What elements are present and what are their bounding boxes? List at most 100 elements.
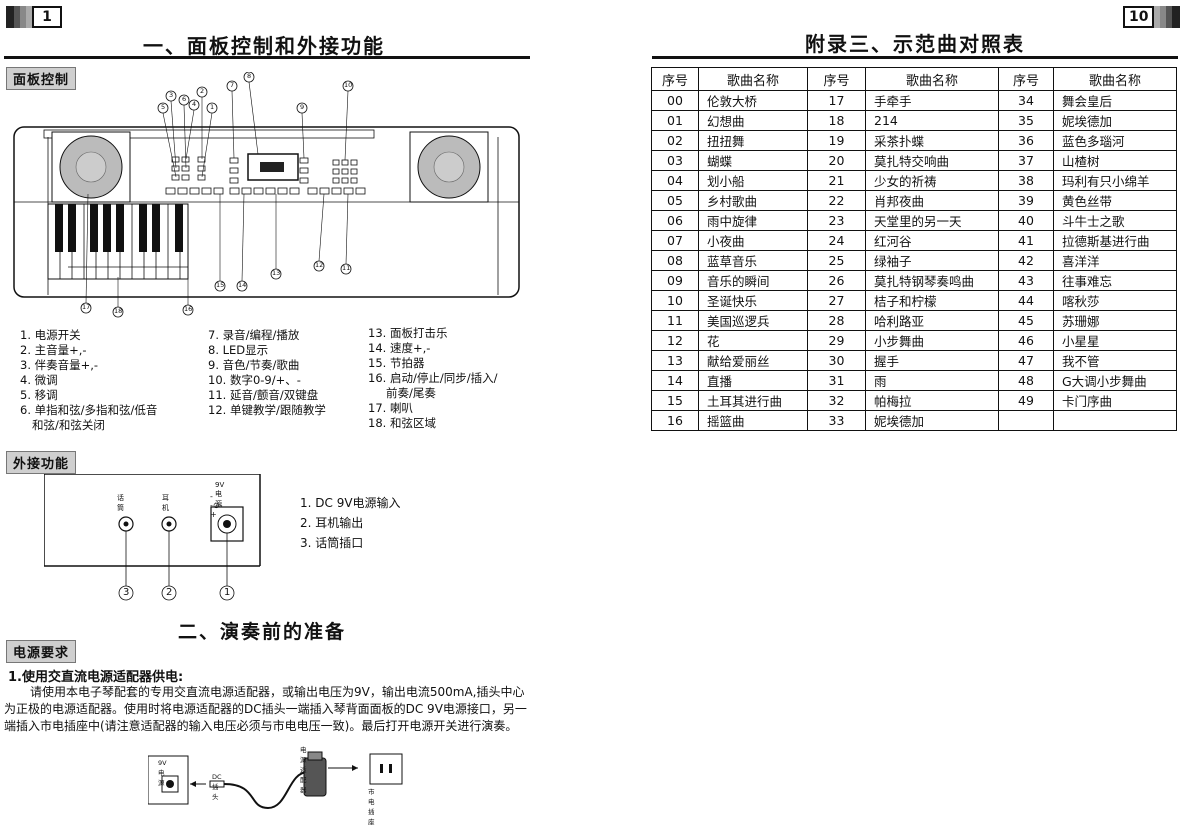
appendix-title: 附录三、示范曲对照表 <box>805 32 1025 56</box>
song-name-cell: G大调小步舞曲 <box>1053 370 1177 391</box>
song-number-cell: 35 <box>998 110 1054 131</box>
header-cell: 歌曲名称 <box>698 67 808 91</box>
song-number-cell: 10 <box>651 290 699 311</box>
mic-label: 话筒 <box>117 494 124 512</box>
song-name-cell: 扭扭舞 <box>698 130 808 151</box>
wall-socket-icon <box>369 753 403 785</box>
song-name-cell: 雨 <box>865 370 999 391</box>
song-name-cell: 往事难忘 <box>1053 270 1177 291</box>
page-number-label: 10 <box>1123 6 1155 28</box>
song-number-cell: 01 <box>651 110 699 131</box>
song-name-cell: 幻想曲 <box>698 110 808 131</box>
song-name-cell: 小夜曲 <box>698 230 808 251</box>
song-name-cell: 采茶扑蝶 <box>865 130 999 151</box>
legend-item: 前奏/尾奏 <box>386 386 436 400</box>
song-number-cell: 22 <box>807 190 866 211</box>
callout-11: 11 <box>342 264 351 272</box>
song-number-cell: 00 <box>651 90 699 111</box>
callout-5: 5 <box>161 103 166 111</box>
song-name-cell: 肖邦夜曲 <box>865 190 999 211</box>
legend-item: 10. 数字0-9/+、- <box>208 373 301 387</box>
callout-9: 9 <box>300 103 305 111</box>
legend-item: 3. 伴奏音量+,- <box>20 358 99 372</box>
song-number-cell <box>998 410 1054 431</box>
table-header-row: 序号 歌曲名称 序号 歌曲名称 序号 歌曲名称 <box>651 67 1177 91</box>
song-number-cell: 27 <box>807 290 866 311</box>
song-number-cell: 28 <box>807 310 866 331</box>
song-number-cell: 23 <box>807 210 866 231</box>
list-item: 3. 话筒插口 <box>300 536 364 550</box>
legend-item: 8. LED显示 <box>208 343 269 357</box>
callout-16: 16 <box>184 305 193 313</box>
song-number-cell: 46 <box>998 330 1054 351</box>
dc-jack-label: 9V电源 <box>158 759 167 787</box>
song-name-cell: 妮埃德加 <box>865 410 999 431</box>
external-tag: 外接功能 <box>6 451 77 474</box>
callout-3: 3 <box>169 91 174 99</box>
callout-8: 8 <box>247 72 252 80</box>
adapter-paragraph: 请使用本电子琴配套的专用交直流电源适配器，或输出电压为9V，输出电流500mA,… <box>4 685 527 733</box>
song-name-cell: 帕梅拉 <box>865 390 999 411</box>
socket-label: 市电插座 <box>368 788 375 826</box>
legend-item: 4. 微调 <box>20 373 58 387</box>
song-name-cell: 划小船 <box>698 170 808 191</box>
headphone-label: 耳机 <box>162 494 169 512</box>
song-name-cell: 蓝草音乐 <box>698 250 808 271</box>
song-name-cell: 妮埃德加 <box>1053 110 1177 131</box>
song-number-cell: 42 <box>998 250 1054 271</box>
adapter-diagram <box>148 751 403 810</box>
callout-6: 6 <box>182 95 187 103</box>
legend-item: 11. 延音/颤音/双键盘 <box>208 388 319 402</box>
song-name-cell: 献给爱丽丝 <box>698 350 808 371</box>
song-number-cell: 36 <box>998 130 1054 151</box>
song-name-cell: 莫扎特交响曲 <box>865 150 999 171</box>
song-number-cell: 30 <box>807 350 866 371</box>
song-number-cell: 11 <box>651 310 699 331</box>
song-number-cell: 09 <box>651 270 699 291</box>
legend-item: 14. 速度+,- <box>368 341 431 355</box>
callout-4: 4 <box>192 100 197 108</box>
song-number-cell: 12 <box>651 330 699 351</box>
legend-item: 12. 单键教学/跟随教学 <box>208 403 326 417</box>
song-name-cell: 摇篮曲 <box>698 410 808 431</box>
song-number-cell: 21 <box>807 170 866 191</box>
song-name-cell: 蓝色多瑙河 <box>1053 130 1177 151</box>
song-number-cell: 47 <box>998 350 1054 371</box>
legend-item: 16. 启动/停止/同步/插入/ <box>368 371 498 385</box>
callout-2: 2 <box>200 87 205 95</box>
song-number-cell: 37 <box>998 150 1054 171</box>
song-number-cell: 14 <box>651 370 699 391</box>
song-number-cell: 24 <box>807 230 866 251</box>
song-number-cell: 26 <box>807 270 866 291</box>
left-page-number: 1 <box>6 6 62 28</box>
right-speaker-icon <box>409 131 489 203</box>
legend-col1: 1. 电源开关 2. 主音量+,- 3. 伴奏音量+,- 4. 微调 5. 移调… <box>20 328 157 433</box>
song-name-cell: 圣诞快乐 <box>698 290 808 311</box>
header-cell: 歌曲名称 <box>865 67 999 91</box>
callout-7: 7 <box>230 81 235 89</box>
song-number-cell: 18 <box>807 110 866 131</box>
power-tag: 电源要求 <box>6 640 77 663</box>
song-name-cell <box>1053 410 1177 431</box>
song-name-cell: 乡村歌曲 <box>698 190 808 211</box>
song-number-cell: 29 <box>807 330 866 351</box>
song-name-cell: 绿袖子 <box>865 250 999 271</box>
song-number-cell: 34 <box>998 90 1054 111</box>
song-name-cell: 伦敦大桥 <box>698 90 808 111</box>
song-name-cell: 我不管 <box>1053 350 1177 371</box>
song-number-cell: 25 <box>807 250 866 271</box>
song-name-cell: 雨中旋律 <box>698 210 808 231</box>
song-name-cell: 斗牛士之歌 <box>1053 210 1177 231</box>
right-title-rule <box>652 56 1178 59</box>
song-name-cell: 美国巡逻兵 <box>698 310 808 331</box>
song-name-cell: 莫扎特钢琴奏鸣曲 <box>865 270 999 291</box>
